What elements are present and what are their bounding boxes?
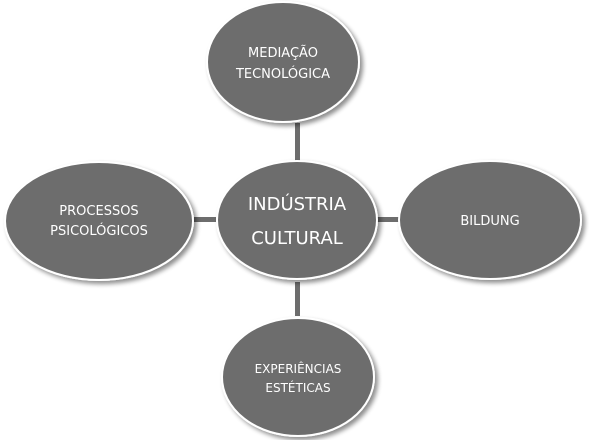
node-left-label-line2: PSICOLÓGICOS: [50, 223, 148, 239]
node-center-label-line1: INDÚSTRIA: [248, 193, 347, 215]
connector-right: [377, 217, 399, 222]
node-bottom: [221, 317, 375, 437]
node-right-ellipse: [398, 160, 582, 280]
connector-bottom: [295, 282, 300, 316]
node-right-label-line1: BILDUNG: [460, 214, 519, 229]
node-bottom-label-line2: ESTÉTICAS: [265, 380, 330, 395]
connector-left: [194, 217, 216, 222]
node-center-label-line2: CULTURAL: [251, 228, 343, 249]
node-left-label-line1: PROCESSOS: [59, 204, 138, 219]
connectors: [194, 123, 399, 316]
node-center-ellipse: [216, 160, 378, 280]
node-left-ellipse: [4, 161, 194, 281]
node-top-ellipse: [206, 1, 360, 123]
node-right: [398, 160, 582, 280]
node-center: [216, 160, 378, 280]
node-top-label-line2: TECNOLÓGICA: [235, 66, 330, 82]
node-bottom-ellipse: [221, 317, 375, 437]
node-top-label-line1: MEDIAÇÃO: [248, 45, 318, 61]
connector-top: [295, 123, 300, 161]
node-bottom-label-line1: EXPERIÊNCIAS: [255, 361, 342, 376]
node-top: [206, 1, 360, 123]
node-left: [4, 161, 194, 281]
